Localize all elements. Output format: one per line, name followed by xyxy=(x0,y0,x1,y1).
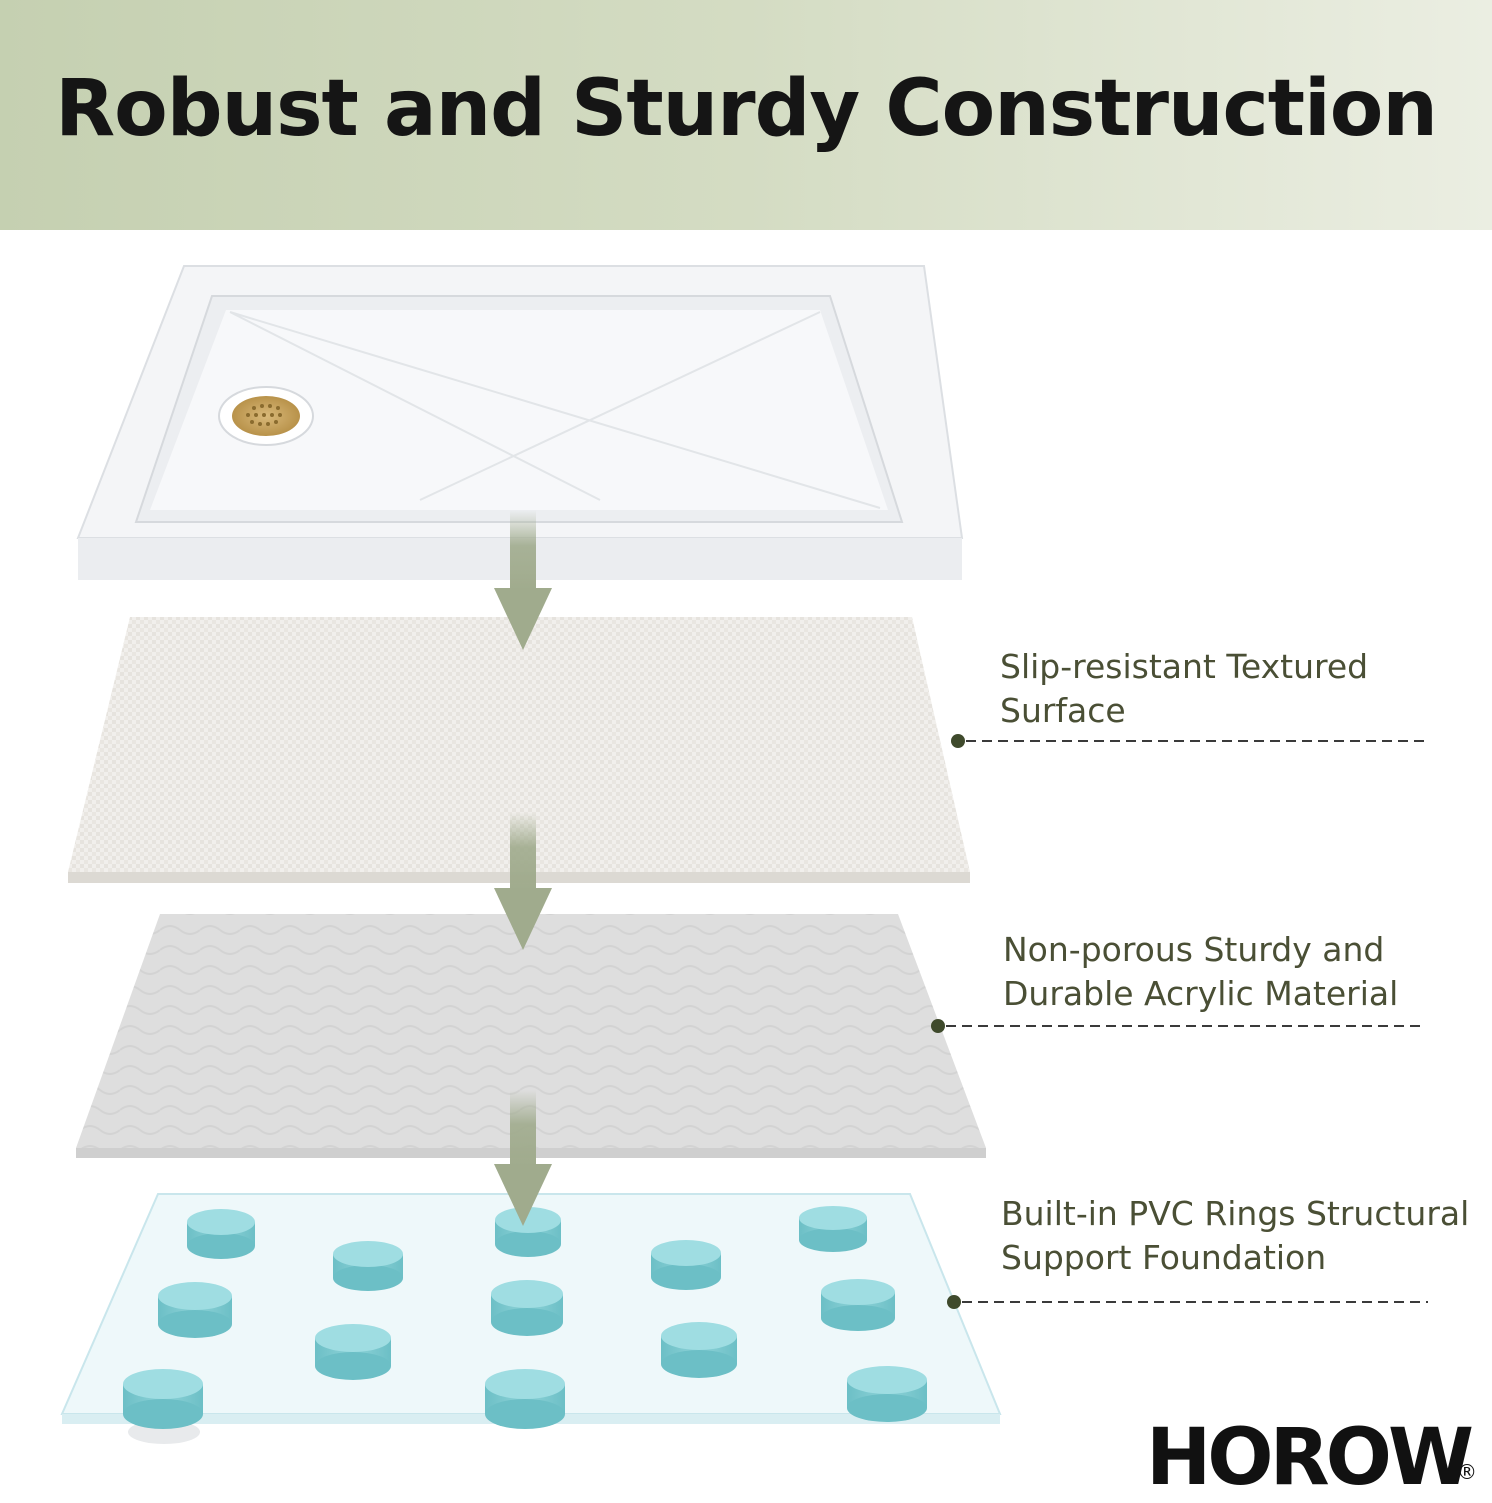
shower-base-layer xyxy=(76,265,964,580)
pvc-ring-icon xyxy=(661,1322,737,1378)
pvc-ring-icon xyxy=(123,1369,203,1429)
pvc-foundation-layer xyxy=(60,1193,1002,1444)
pvc-ring-icon xyxy=(315,1324,391,1380)
callout-leader xyxy=(947,1295,1428,1309)
callout-textured-surface: Slip-resistant Textured Surface xyxy=(1000,645,1368,733)
callout-line: Built-in PVC Rings Structural xyxy=(1001,1194,1470,1233)
arrow-down-icon xyxy=(494,510,552,650)
registered-mark: ® xyxy=(1457,1460,1477,1484)
pvc-ring-icon xyxy=(821,1279,895,1331)
arrow-down-icon xyxy=(494,1090,552,1226)
callout-pvc-rings: Built-in PVC Rings Structural Support Fo… xyxy=(1001,1192,1469,1280)
pvc-ring-icon xyxy=(799,1206,867,1252)
callout-acrylic-material: Non-porous Sturdy and Durable Acrylic Ma… xyxy=(1003,928,1398,1016)
callout-line: Support Foundation xyxy=(1001,1238,1327,1277)
callout-line: Durable Acrylic Material xyxy=(1003,974,1399,1013)
pvc-ring-icon xyxy=(847,1366,927,1422)
arrow-down-icon xyxy=(494,812,552,950)
pvc-ring-icon xyxy=(495,1207,561,1257)
callout-leader xyxy=(931,1019,1426,1033)
pvc-ring-icon xyxy=(491,1280,563,1336)
pvc-ring-icon xyxy=(333,1241,403,1291)
callout-leader xyxy=(951,734,1424,748)
page-title: Robust and Sturdy Construction xyxy=(55,64,1438,154)
brand-logo: HOROW xyxy=(1146,1413,1474,1503)
pvc-ring-icon xyxy=(651,1240,721,1290)
drain-grate-icon xyxy=(218,386,314,446)
pvc-ring-icon xyxy=(158,1282,232,1338)
callout-line: Slip-resistant Textured xyxy=(1000,647,1369,686)
callout-line: Surface xyxy=(1000,691,1126,730)
pvc-ring-icon xyxy=(485,1369,565,1429)
pvc-ring-icon xyxy=(187,1209,255,1259)
title-banner: Robust and Sturdy Construction xyxy=(0,0,1492,230)
callout-line: Non-porous Sturdy and xyxy=(1003,930,1385,969)
